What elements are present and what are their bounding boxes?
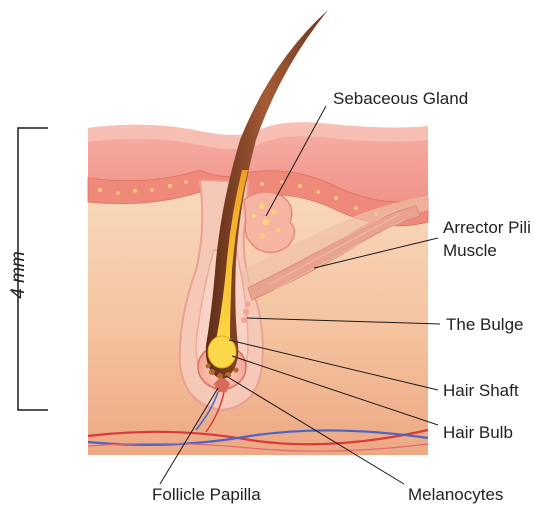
label-the-bulge: The Bulge bbox=[446, 315, 524, 334]
sebaceous-gland bbox=[244, 192, 295, 253]
label-hair-shaft: Hair Shaft bbox=[443, 381, 519, 400]
label-arrector-pili-line1: Arrector Pili bbox=[443, 218, 531, 237]
label-arrector-pili-line2: Muscle bbox=[443, 241, 497, 260]
label-follicle-papilla: Follicle Papilla bbox=[152, 485, 261, 504]
label-hair-bulb: Hair Bulb bbox=[443, 423, 513, 442]
scale-bar: 4 mm bbox=[8, 128, 48, 410]
label-sebaceous-gland: Sebaceous Gland bbox=[333, 89, 468, 108]
label-melanocytes: Melanocytes bbox=[408, 485, 503, 504]
scale-label: 4 mm bbox=[8, 251, 29, 299]
